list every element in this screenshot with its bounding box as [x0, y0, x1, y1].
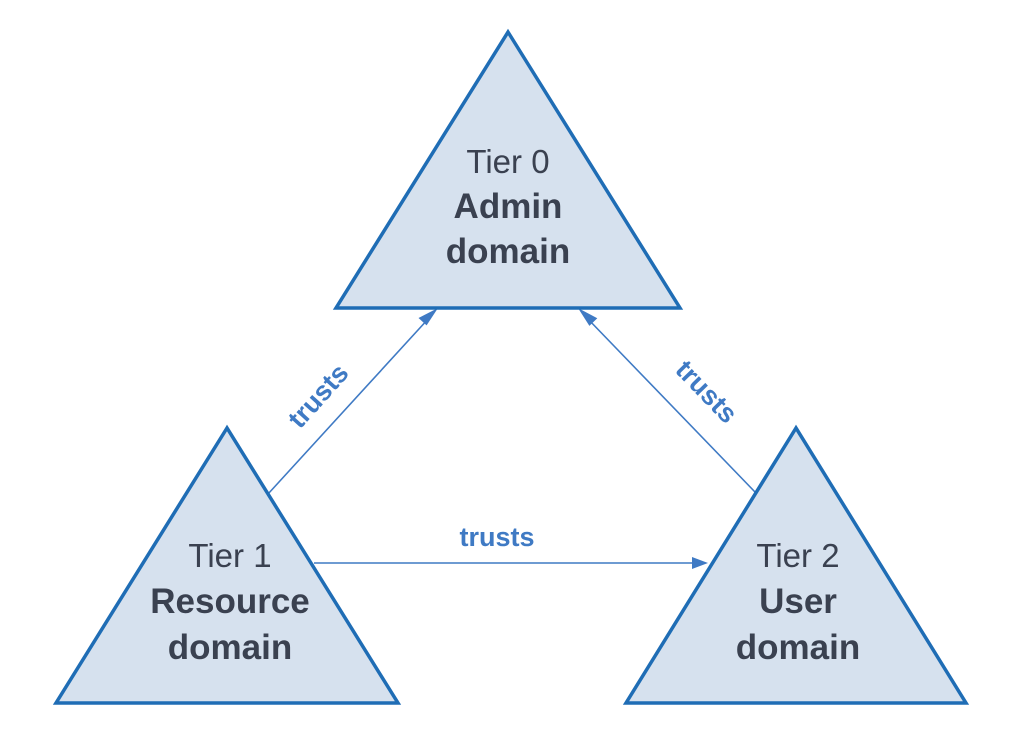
- node-name-line1: User: [759, 582, 837, 621]
- edge-user-to-admin: trusts: [578, 308, 756, 493]
- node-name-line2: domain: [736, 628, 860, 667]
- edge-resource-to-admin: trusts: [267, 308, 438, 495]
- arrowhead-icon: [578, 308, 598, 326]
- triangle-shape: [52, 424, 402, 705]
- node-name-line1: Admin: [454, 187, 563, 226]
- triangle-shape: [622, 424, 970, 705]
- edge-resource-to-user: trusts: [314, 522, 708, 569]
- edge-label-resource-user: trusts: [459, 522, 534, 552]
- node-user-domain: Tier 2 User domain: [622, 424, 970, 705]
- edge-label-resource-admin: trusts: [282, 358, 354, 434]
- node-admin-domain: Tier 0 Admin domain: [332, 28, 684, 310]
- arrowhead-icon: [692, 557, 708, 569]
- triangle-shape: [332, 28, 684, 310]
- node-name-line2: domain: [446, 232, 570, 271]
- node-tier-label: Tier 2: [756, 537, 839, 574]
- node-tier-label: Tier 0: [466, 143, 549, 180]
- node-name-line1: Resource: [150, 582, 310, 621]
- node-name-line2: domain: [168, 628, 292, 667]
- node-resource-domain: Tier 1 Resource domain: [52, 424, 402, 705]
- arrowhead-icon: [418, 308, 438, 326]
- node-tier-label: Tier 1: [188, 537, 271, 574]
- edge-label-user-admin: trusts: [670, 354, 744, 429]
